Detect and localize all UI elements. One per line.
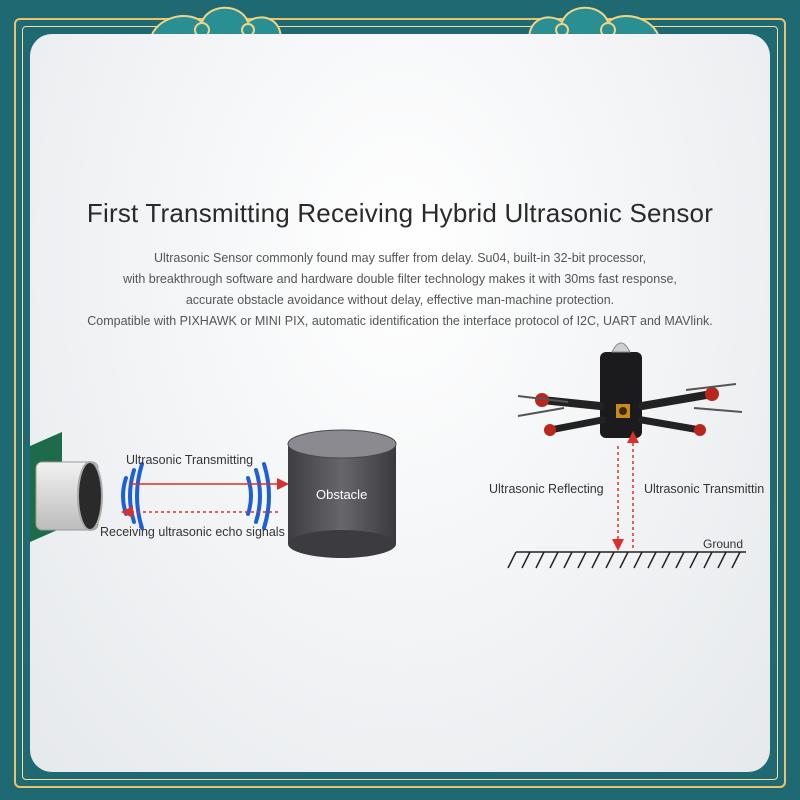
transmit-up-label: Ultrasonic Transmittin [644, 482, 765, 496]
inner-frame-border [22, 26, 778, 780]
description-line: with breakthrough software and hardware … [123, 272, 677, 286]
description-block: Ultrasonic Sensor commonly found may suf… [30, 248, 770, 332]
drone-icon [517, 342, 743, 438]
transmit-label: Ultrasonic Transmitting [126, 453, 254, 467]
reflect-label: Ultrasonic Reflecting [489, 482, 604, 496]
echo-label: Receiving ultrasonic echo signals [100, 525, 285, 539]
obstacle-cylinder-icon [287, 429, 397, 558]
description-line: Ultrasonic Sensor commonly found may suf… [153, 251, 647, 265]
ultrasonic-sensor-icon [30, 432, 103, 542]
ground-label: Ground [703, 537, 744, 551]
outer-frame-border [14, 18, 786, 788]
description-line: Compatible with PIXHAWK or MINI PIX, aut… [87, 314, 713, 328]
sound-wave-right-icon [246, 462, 271, 530]
description-line: accurate obstacle avoidance without dela… [185, 293, 615, 307]
diagram-artwork [30, 342, 746, 569]
content-panel: First Transmitting Receiving Hybrid Ultr… [30, 34, 770, 772]
obstacle-label: Obstacle [316, 487, 368, 502]
sound-wave-left-icon [121, 462, 144, 530]
ground-line-icon [507, 551, 746, 569]
page-title: First Transmitting Receiving Hybrid Ultr… [86, 198, 714, 228]
